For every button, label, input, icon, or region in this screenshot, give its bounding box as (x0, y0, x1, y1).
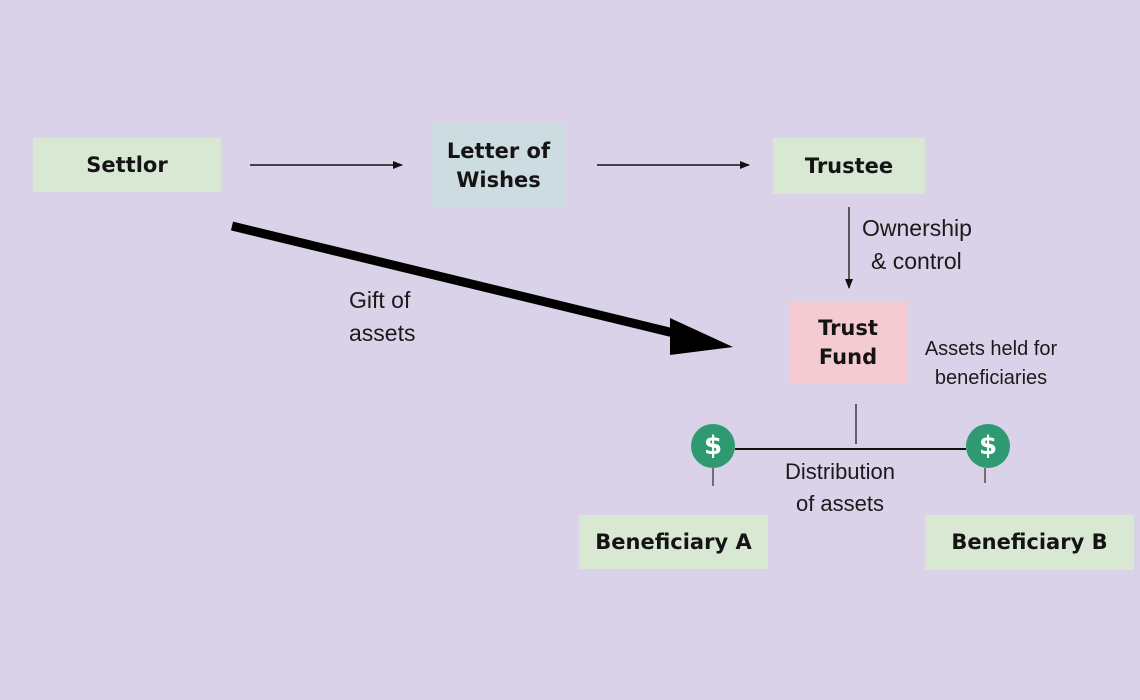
dollar-coin-icon-b: $ (966, 424, 1010, 468)
settlor-node: Settlor (33, 138, 221, 192)
letter-of-wishes-node: Letter of Wishes (432, 124, 565, 207)
letter-of-wishes-line-1: Letter of (446, 138, 551, 163)
distribution-line-2: of assets (795, 491, 885, 516)
ownership-control-label: Ownership & control (862, 212, 972, 278)
assets-held-line-1: Assets held for (924, 338, 1058, 360)
distribution-line-1: Distribution (784, 459, 896, 484)
arrow-gift-of-assets-shaft (230, 221, 692, 342)
beneficiary-b-node: Beneficiary B (925, 515, 1134, 570)
trust-fund-line-2: Fund (818, 344, 878, 369)
dollar-sign-icon: $ (978, 431, 998, 461)
beneficiary-a-label: Beneficiary A (595, 529, 752, 554)
ownership-control-line-2: & control (871, 248, 962, 274)
gift-of-assets-label: Gift of assets (349, 284, 415, 350)
distribution-label: Distribution of assets (760, 456, 920, 520)
trustee-label: Trustee (804, 153, 894, 178)
dollar-sign-icon: $ (703, 431, 723, 461)
settlor-label: Settlor (86, 152, 168, 177)
assets-held-line-2: beneficiaries (934, 367, 1048, 389)
beneficiary-b-label: Beneficiary B (951, 530, 1108, 554)
ownership-control-line-1: Ownership (862, 215, 972, 241)
letter-of-wishes-line-2: Wishes (456, 167, 541, 192)
beneficiary-a-node: Beneficiary A (579, 515, 768, 569)
dollar-coin-icon-a: $ (691, 424, 735, 468)
assets-held-label: Assets held for beneficiaries (912, 335, 1070, 393)
arrow-gift-of-assets-head (670, 318, 733, 355)
gift-of-assets-line-2: assets (349, 320, 416, 346)
trust-fund-node: Trust Fund (789, 301, 907, 384)
gift-of-assets-line-1: Gift of (349, 287, 411, 313)
trustee-node: Trustee (773, 138, 925, 194)
trust-fund-line-1: Trust (818, 315, 878, 340)
